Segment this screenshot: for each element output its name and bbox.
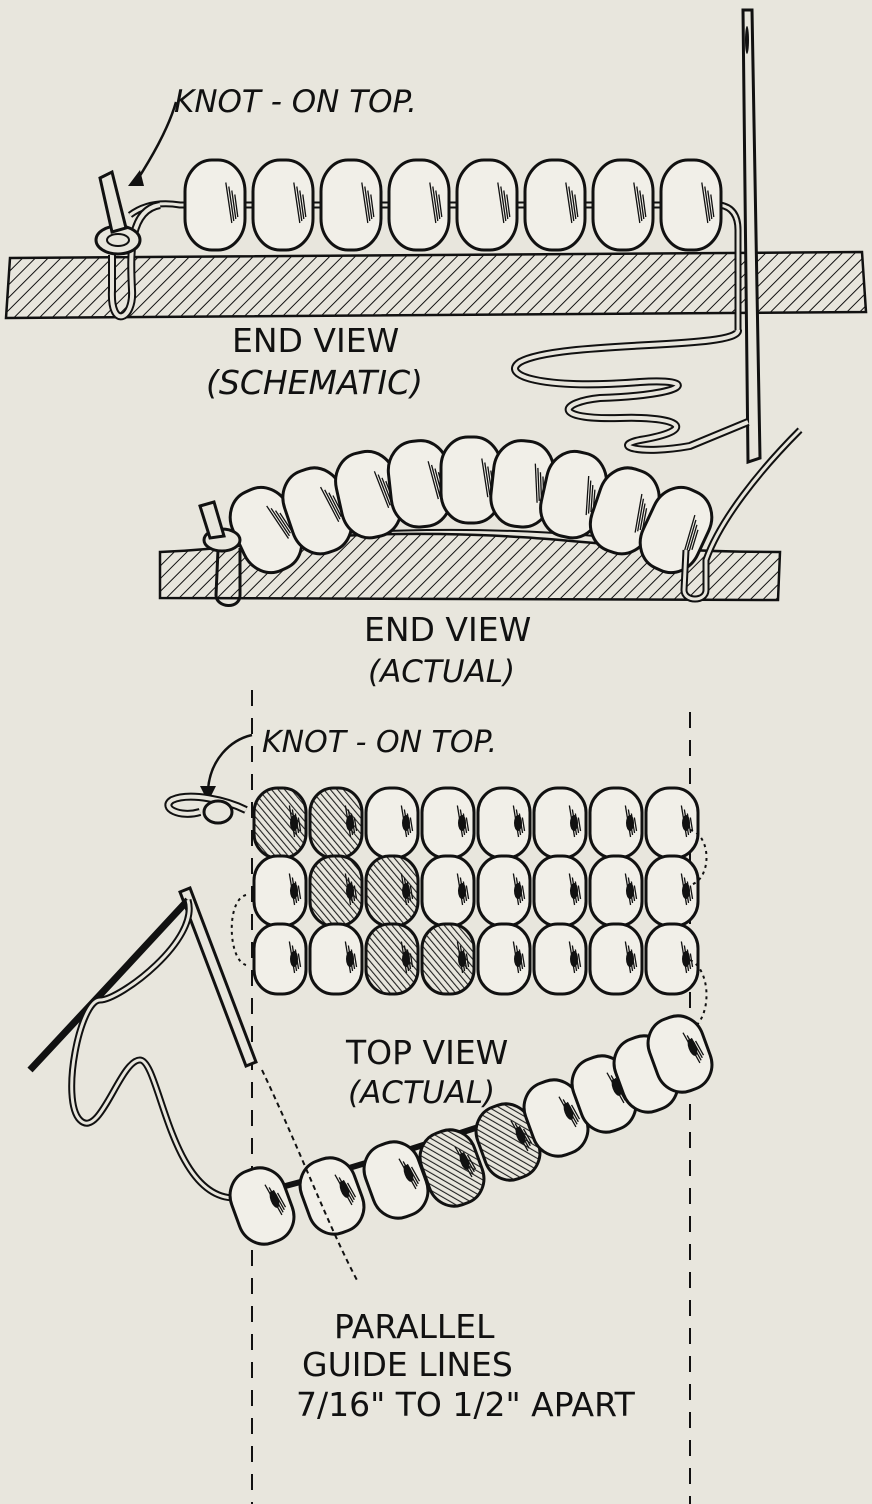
guide-lines-title-2: GUIDE LINES [302,1345,513,1384]
grid-bead [310,856,362,926]
grid-bead [310,788,362,858]
grid-bead [422,788,474,858]
top-view-bead-grid [254,788,698,994]
grid-bead [590,924,642,994]
guide-lines-title-3: 7/16" TO 1/2" APART [296,1385,636,1424]
grid-bead [646,856,698,926]
schematic-bead [525,160,585,250]
grid-bead [366,856,418,926]
end-view-schematic-title: END VIEW [232,321,399,360]
grid-bead [478,924,530,994]
grid-bead [590,856,642,926]
end-view-actual-title: END VIEW [364,610,531,649]
grid-bead [422,924,474,994]
needle-icon [743,10,760,462]
grid-bead [646,924,698,994]
grid-bead [254,788,306,858]
schematic-bead [661,160,721,250]
grid-bead [590,788,642,858]
strand-bead [223,1161,302,1252]
schematic-bead [253,160,313,250]
knot-label-top-view: KNOT - ON TOP. [262,725,497,760]
grid-bead [534,788,586,858]
grid-bead [254,856,306,926]
schematic-bead [321,160,381,250]
grid-bead [478,788,530,858]
knot-arrow [136,102,176,182]
grid-bead [310,924,362,994]
grid-bead [534,856,586,926]
end-view-actual-subtitle: (ACTUAL) [368,654,515,690]
top-view-title: TOP VIEW [345,1033,508,1072]
grid-bead [366,924,418,994]
top-view: KNOT - ON TOP. TOP VIEW (ACTUAL) PARALLE… [30,690,719,1504]
schematic-bead [593,160,653,250]
grid-bead [254,924,306,994]
end-view-actual: END VIEW (ACTUAL) [160,430,800,690]
grid-bead [422,856,474,926]
top-view-subtitle: (ACTUAL) [348,1075,495,1111]
grid-bead [646,788,698,858]
end-view-schematic: KNOT - ON TOP. END VIEW (SCHEMATIC) [6,10,866,462]
end-view-schematic-subtitle: (SCHEMATIC) [206,363,423,402]
grid-bead [534,924,586,994]
knot-label-top: KNOT - ON TOP. [174,84,417,120]
schematic-bead [457,160,517,250]
grid-bead [366,788,418,858]
grid-bead [478,856,530,926]
schematic-bead [389,160,449,250]
schematic-bead [185,160,245,250]
guide-lines-title-1: PARALLEL [334,1307,495,1346]
